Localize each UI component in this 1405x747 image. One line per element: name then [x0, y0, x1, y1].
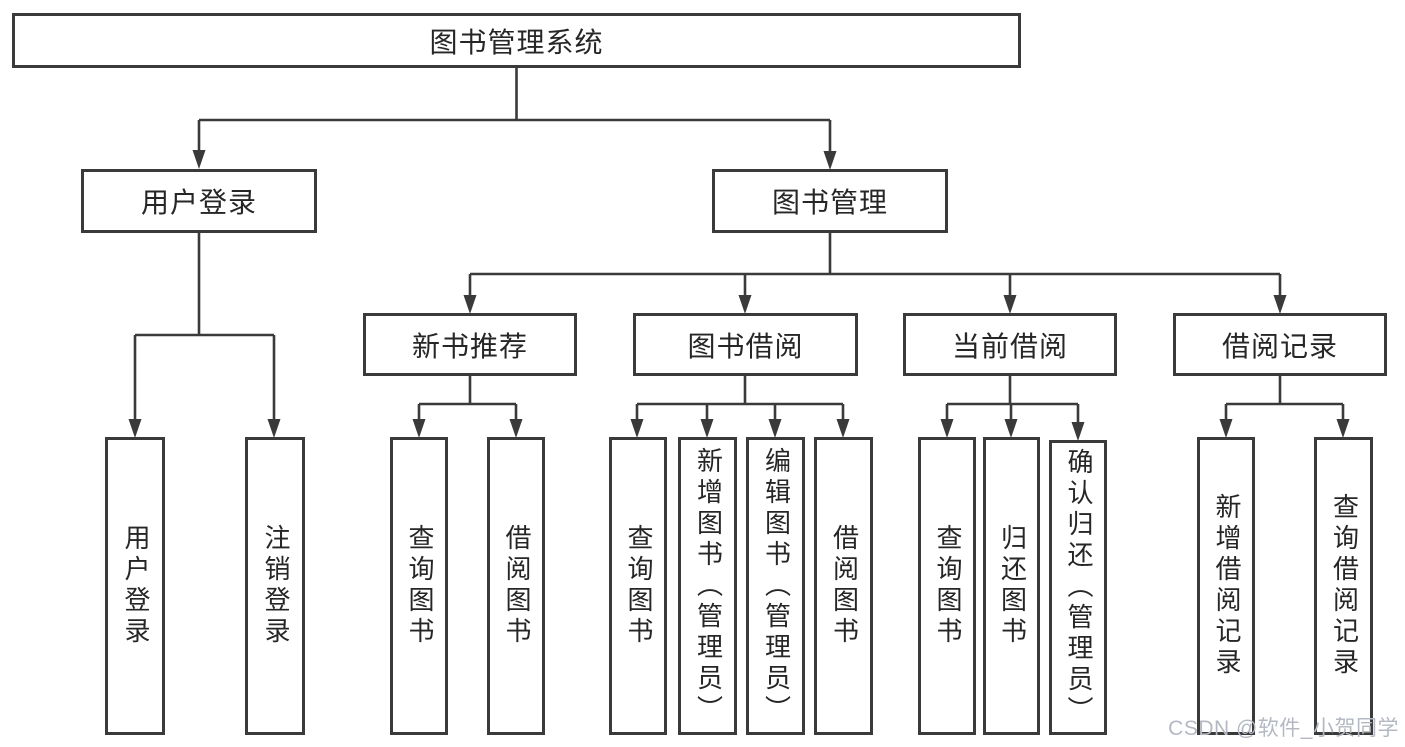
node-current-borrowing: 当前借阅 — [903, 313, 1117, 376]
node-current-borrowing-label: 当前借阅 — [951, 330, 1068, 362]
node-cb-query-books-label: 查询图书 — [932, 524, 963, 648]
node-nbr-query-books-label: 查询图书 — [404, 524, 435, 648]
arrowhead-icons — [128, 150, 1350, 441]
node-new-book-recommend-label: 新书推荐 — [411, 330, 528, 362]
node-leaf-logout: 注销登录 — [245, 437, 305, 735]
node-br-add-record: 新增借阅记录 — [1197, 437, 1255, 735]
node-cb-query-books: 查询图书 — [918, 437, 976, 735]
node-cb-return-books: 归还图书 — [983, 437, 1040, 735]
node-borrowing-records: 借阅记录 — [1173, 313, 1387, 376]
node-nbr-query-books: 查询图书 — [390, 437, 448, 735]
node-borrowing-records-label: 借阅记录 — [1221, 330, 1338, 362]
node-book-borrowing: 图书借阅 — [633, 313, 858, 376]
node-bb-query-books-label: 查询图书 — [623, 524, 654, 648]
node-bb-add-books-admin: 新增图书（管理员） — [678, 437, 737, 735]
node-bb-add-books-admin-label: 新增图书（管理员） — [693, 446, 724, 726]
node-leaf-logout-label: 注销登录 — [260, 524, 291, 648]
node-bb-query-books: 查询图书 — [609, 437, 667, 735]
node-bb-edit-books-admin-label: 编辑图书（管理员） — [761, 446, 792, 726]
node-library-system: 图书管理系统 — [12, 13, 1021, 68]
node-book-management: 图书管理 — [712, 169, 948, 233]
node-bb-edit-books-admin: 编辑图书（管理员） — [746, 437, 805, 735]
node-library-system-label: 图书管理系统 — [429, 26, 604, 58]
node-br-query-record: 查询借阅记录 — [1314, 437, 1373, 735]
node-cb-confirm-return-admin: 确认归还（管理员） — [1049, 440, 1107, 735]
watermark: CSDN @软件_小贺同学 — [1168, 717, 1399, 740]
node-nbr-borrow-books-label: 借阅图书 — [501, 524, 532, 648]
node-new-book-recommend: 新书推荐 — [363, 313, 577, 376]
node-br-add-record-label: 新增借阅记录 — [1211, 493, 1242, 679]
node-book-management-label: 图书管理 — [771, 187, 888, 218]
node-book-borrowing-label: 图书借阅 — [687, 330, 804, 362]
node-br-query-record-label: 查询借阅记录 — [1329, 493, 1360, 679]
node-cb-return-books-label: 归还图书 — [997, 524, 1028, 648]
node-bb-borrow-books: 借阅图书 — [814, 437, 873, 735]
node-leaf-user-login-label: 用户登录 — [120, 524, 151, 648]
node-leaf-user-login: 用户登录 — [105, 437, 165, 735]
node-user-login-label: 用户登录 — [140, 187, 257, 218]
node-bb-borrow-books-label: 借阅图书 — [829, 524, 860, 648]
node-user-login: 用户登录 — [81, 169, 317, 233]
node-cb-confirm-return-admin-label: 确认归还（管理员） — [1063, 448, 1094, 727]
node-nbr-borrow-books: 借阅图书 — [487, 437, 545, 735]
